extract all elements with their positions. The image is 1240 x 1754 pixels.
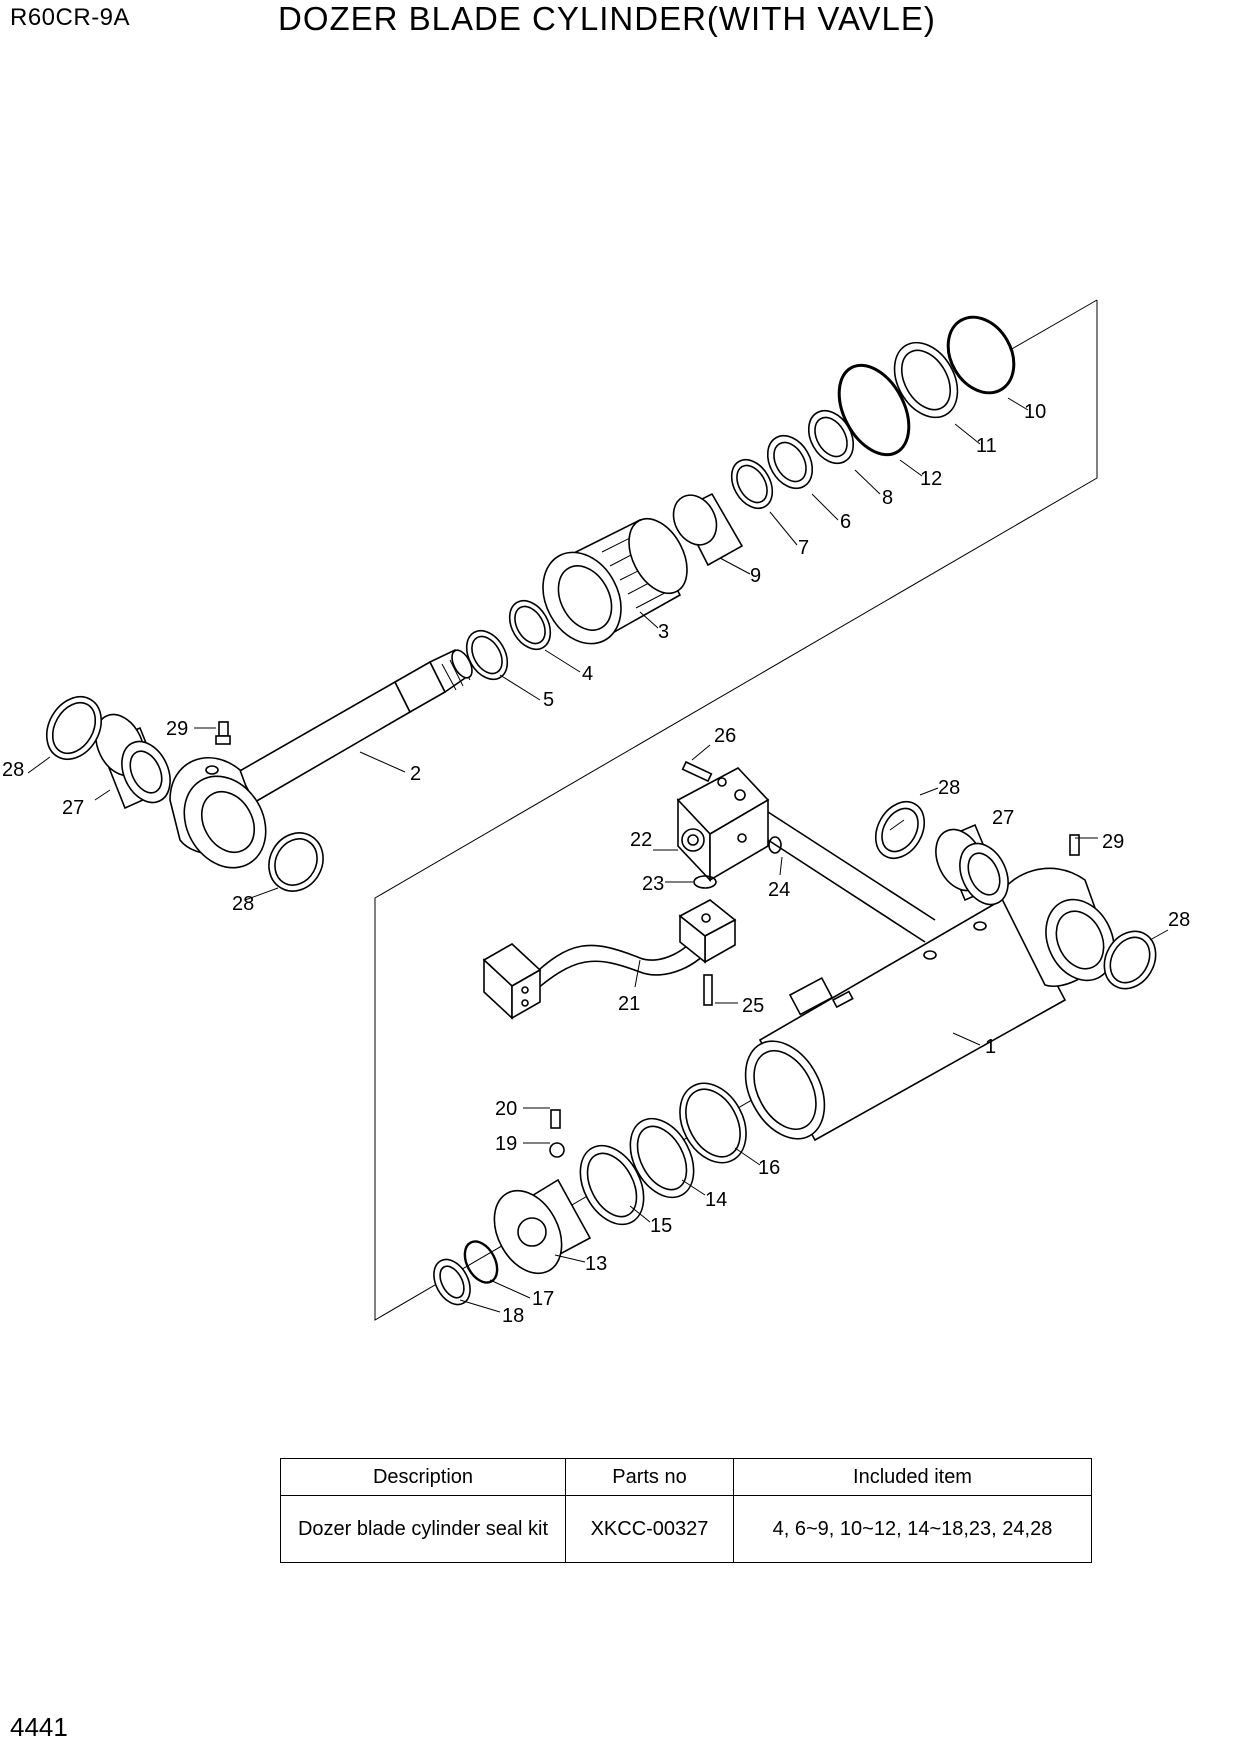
- ring-18: [433, 1258, 471, 1306]
- o-ring-10: [946, 315, 1016, 395]
- callout-27-rod: 27: [62, 797, 84, 819]
- ring-4: [508, 599, 552, 651]
- set-screw-20: [550, 1109, 561, 1129]
- frame-rod-group: [374, 300, 1098, 1321]
- callout-15: 15: [650, 1215, 672, 1237]
- ring-5: [465, 629, 509, 681]
- callout-13: 13: [585, 1253, 607, 1275]
- callout-28-tube-right: 28: [1168, 909, 1190, 931]
- frame-rod-top: [1009, 299, 1098, 351]
- rod-cover-gland: [542, 517, 688, 645]
- callout-17: 17: [532, 1288, 554, 1310]
- callout-25: 25: [742, 995, 764, 1017]
- cylinder-tube: [744, 867, 1115, 1142]
- callout-19: 19: [495, 1133, 517, 1155]
- cell-included-item: 4, 6~9, 10~12, 14~18,23, 24,28: [733, 1495, 1092, 1563]
- callout-14: 14: [705, 1189, 727, 1211]
- callout-3: 3: [658, 621, 669, 643]
- table-header-row: Description Parts no Included item: [280, 1458, 1092, 1496]
- callout-26: 26: [714, 725, 736, 747]
- callout-27-tube: 27: [992, 807, 1014, 829]
- callout-28-rod-right: 28: [232, 893, 254, 915]
- callout-9: 9: [750, 565, 761, 587]
- callout-11: 11: [976, 435, 997, 457]
- callout-24: 24: [768, 879, 790, 901]
- callout-2: 2: [410, 763, 421, 785]
- callout-labels: 1 2 3 4 5 6 7 8 9 10 11 12 13 14 15 16 1…: [2, 401, 1190, 1327]
- ring-14: [629, 1117, 695, 1199]
- callout-28-rod-left: 28: [2, 759, 24, 781]
- cell-parts-no: XKCC-00327: [565, 1495, 734, 1563]
- callout-16: 16: [758, 1157, 780, 1179]
- o-ring-23: [693, 875, 717, 889]
- page-number: 4441: [10, 1712, 68, 1742]
- column-header-description: Description: [280, 1458, 566, 1496]
- dust-seal-tube-left: [874, 800, 926, 860]
- o-ring-17: [463, 1240, 499, 1284]
- callout-28-tube-left: 28: [938, 777, 960, 799]
- callout-5: 5: [543, 689, 554, 711]
- callout-22: 22: [630, 829, 652, 851]
- model-number: R60CR-9A: [10, 4, 131, 31]
- callout-7: 7: [798, 537, 809, 559]
- callout-10: 10: [1024, 401, 1046, 423]
- callout-29-rod: 29: [166, 718, 188, 740]
- callout-1: 1: [985, 1036, 996, 1058]
- bolt-26: [681, 760, 713, 783]
- column-header-parts-no: Parts no: [565, 1458, 734, 1496]
- ring-11: [893, 341, 959, 419]
- ring-6: [766, 434, 814, 490]
- page-title: DOZER BLADE CYLINDER(WITH VAVLE): [278, 0, 936, 37]
- callout-18: 18: [502, 1305, 524, 1327]
- callout-20: 20: [495, 1098, 517, 1120]
- bushing-tube: [935, 823, 1009, 906]
- callout-4: 4: [582, 663, 593, 685]
- o-ring-12: [837, 363, 911, 457]
- callout-6: 6: [840, 511, 851, 533]
- valve-block: [676, 767, 770, 883]
- callout-23: 23: [642, 873, 664, 895]
- cell-description: Dozer blade cylinder seal kit: [280, 1495, 566, 1563]
- steel-ball-19: [549, 1142, 565, 1158]
- grease-fitting-rod: [215, 721, 231, 745]
- callout-8: 8: [882, 487, 893, 509]
- grease-fitting-tube: [1069, 834, 1080, 856]
- callout-12: 12: [920, 468, 942, 490]
- dust-seal-rod-right: [268, 832, 324, 892]
- bushing-rod: [95, 713, 171, 810]
- ring-7: [730, 458, 774, 510]
- ring-15: [579, 1144, 645, 1226]
- callout-29-tube: 29: [1102, 831, 1124, 853]
- dust-seal-rod-left: [45, 696, 103, 760]
- o-ring-24: [768, 836, 782, 854]
- seal-kit-table: Description Parts no Included item Dozer…: [280, 1458, 1092, 1563]
- callout-21: 21: [618, 993, 640, 1015]
- table-row: Dozer blade cylinder seal kit XKCC-00327…: [280, 1495, 1092, 1563]
- column-header-included-item: Included item: [733, 1458, 1092, 1496]
- bushing-9: [672, 492, 744, 567]
- bolt-25: [703, 974, 713, 1006]
- piston-13: [493, 1178, 592, 1275]
- pipe-21: [482, 899, 737, 1020]
- piston-rod: [169, 648, 473, 869]
- leader-lines: [27, 397, 1169, 1313]
